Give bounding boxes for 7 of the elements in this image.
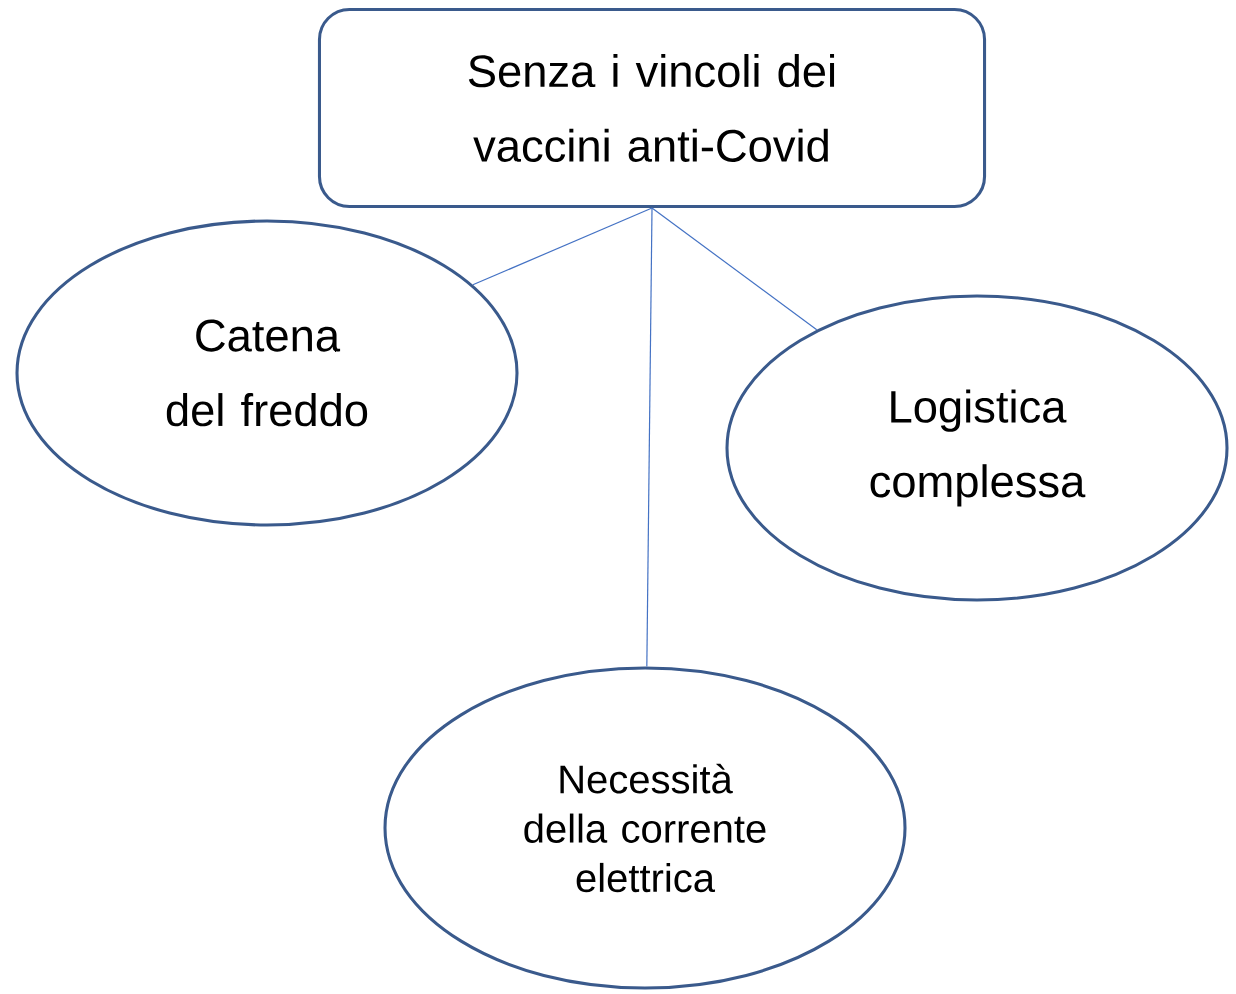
ellipse-node: Necessità della corrente elettrica <box>383 666 907 990</box>
connector-line <box>472 207 653 286</box>
ellipse-node: Catena del freddo <box>15 219 519 527</box>
ellipse-node: Logistica complessa <box>725 294 1229 602</box>
connector-line <box>646 207 653 668</box>
rounded-box: Senza i vincoli dei vaccini anti-Covid <box>317 7 987 209</box>
connector-line <box>651 207 818 331</box>
